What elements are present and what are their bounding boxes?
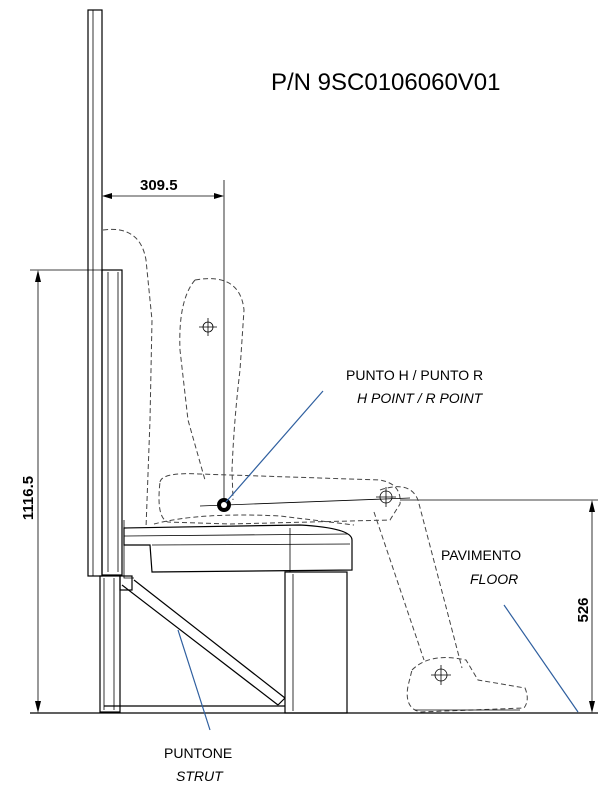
strut-label-en: STRUT bbox=[176, 768, 224, 784]
knee-point-marker bbox=[376, 487, 396, 507]
mannequin-outline bbox=[102, 228, 528, 713]
h-point-marker bbox=[199, 497, 411, 512]
h-point-label-it: PUNTO H / PUNTO R bbox=[346, 367, 483, 383]
floor-label-en: FLOOR bbox=[470, 571, 518, 587]
wall-panel bbox=[87, 9, 133, 713]
part-number: P/N 9SC0106060V01 bbox=[271, 69, 501, 96]
strut-label-it: PUNTONE bbox=[164, 745, 232, 761]
seat-assembly bbox=[123, 520, 353, 714]
strut bbox=[104, 579, 286, 707]
dimension-309-5-value: 309.5 bbox=[140, 177, 178, 194]
floor-leader bbox=[503, 604, 579, 713]
ankle-point-marker bbox=[431, 665, 451, 685]
dimension-1116-5: 1116.5 bbox=[20, 269, 102, 713]
dimension-526-value: 526 bbox=[575, 597, 592, 622]
h-point-label-en: H POINT / R POINT bbox=[357, 390, 484, 406]
dimension-526: 526 bbox=[400, 499, 598, 713]
reference-marker-torso bbox=[199, 318, 217, 336]
h-point-leader bbox=[225, 390, 324, 503]
dimension-309-5: 309.5 bbox=[101, 177, 225, 500]
dimension-1116-5-value: 1116.5 bbox=[20, 476, 37, 520]
strut-leader bbox=[177, 629, 211, 731]
floor-label-it: PAVIMENTO bbox=[441, 547, 521, 563]
